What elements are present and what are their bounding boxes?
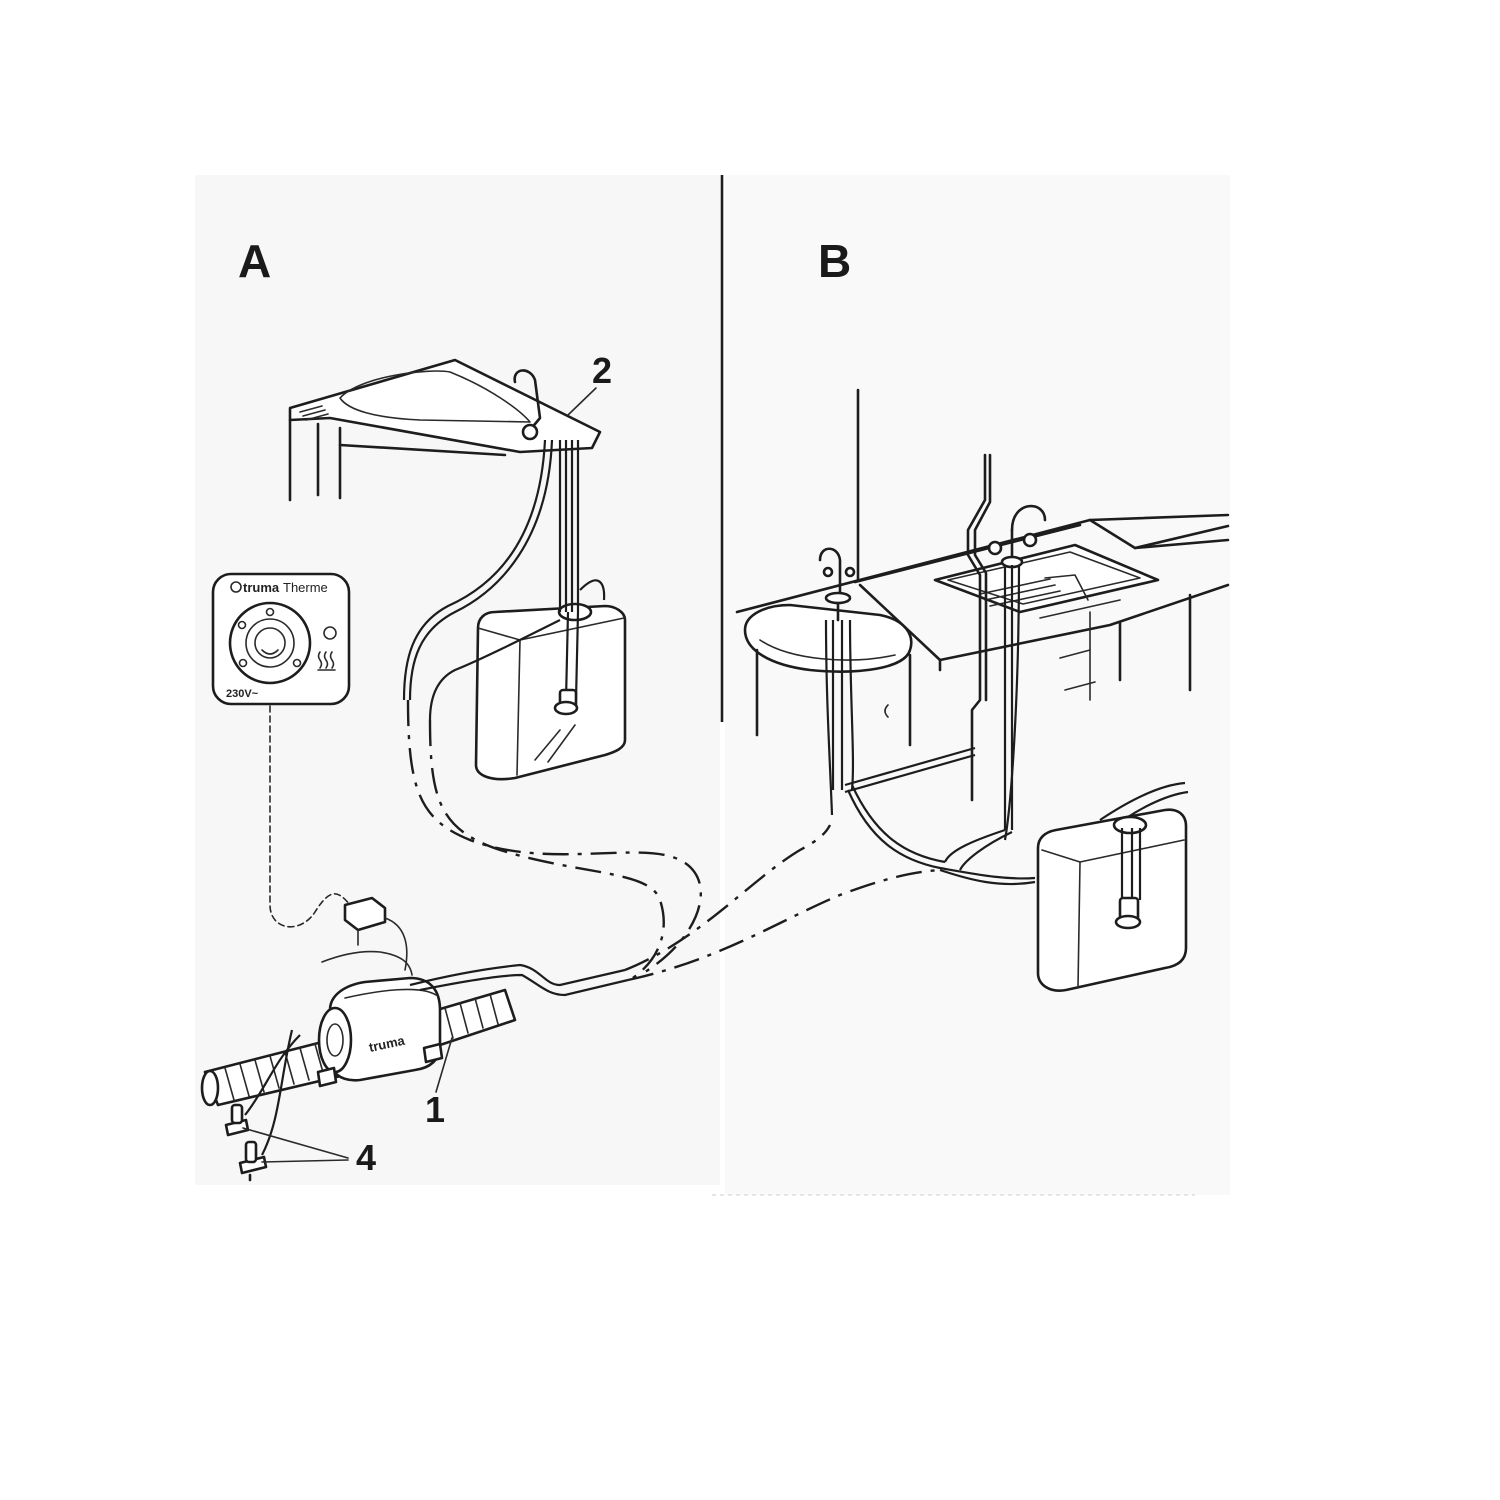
- callout-1: 1: [425, 1089, 445, 1130]
- truma-heater[interactable]: truma: [200, 963, 629, 1107]
- kitchen-counter-b: [735, 388, 1230, 802]
- callout-4: 4: [356, 1137, 376, 1178]
- relay-box: [321, 896, 413, 976]
- water-tank-b: [1036, 808, 1188, 992]
- control-panel-brand: truma: [243, 580, 280, 595]
- callout-4-leader-top: [242, 1127, 349, 1159]
- rotary-knob[interactable]: [228, 601, 312, 685]
- heat-symbol-icon: [317, 651, 336, 671]
- panel-b-label: B: [818, 235, 851, 287]
- indicator-lamp: [323, 626, 337, 640]
- callout-2-leader: [567, 387, 597, 416]
- corner-washbasin-a: [288, 358, 602, 502]
- truma-logo-icon: [230, 581, 242, 593]
- control-panel-voltage: 230V~: [226, 688, 259, 700]
- panel-a-label: A: [238, 235, 271, 287]
- hoses-a: [402, 439, 703, 981]
- bathroom-washbasin-b: [743, 547, 913, 747]
- control-panel-product: Therme: [283, 580, 328, 595]
- control-panel-truma-therme[interactable]: truma Therme 230V~: [211, 572, 351, 706]
- callout-1-leader: [435, 1037, 453, 1093]
- hoses-b: [824, 564, 1189, 886]
- callout-4-leader-bottom: [261, 1159, 349, 1163]
- water-tank-a: [474, 602, 627, 781]
- kitchen-faucet-b: [987, 504, 1047, 569]
- callout-2: 2: [592, 350, 612, 391]
- panel-b-background: [725, 175, 1230, 1195]
